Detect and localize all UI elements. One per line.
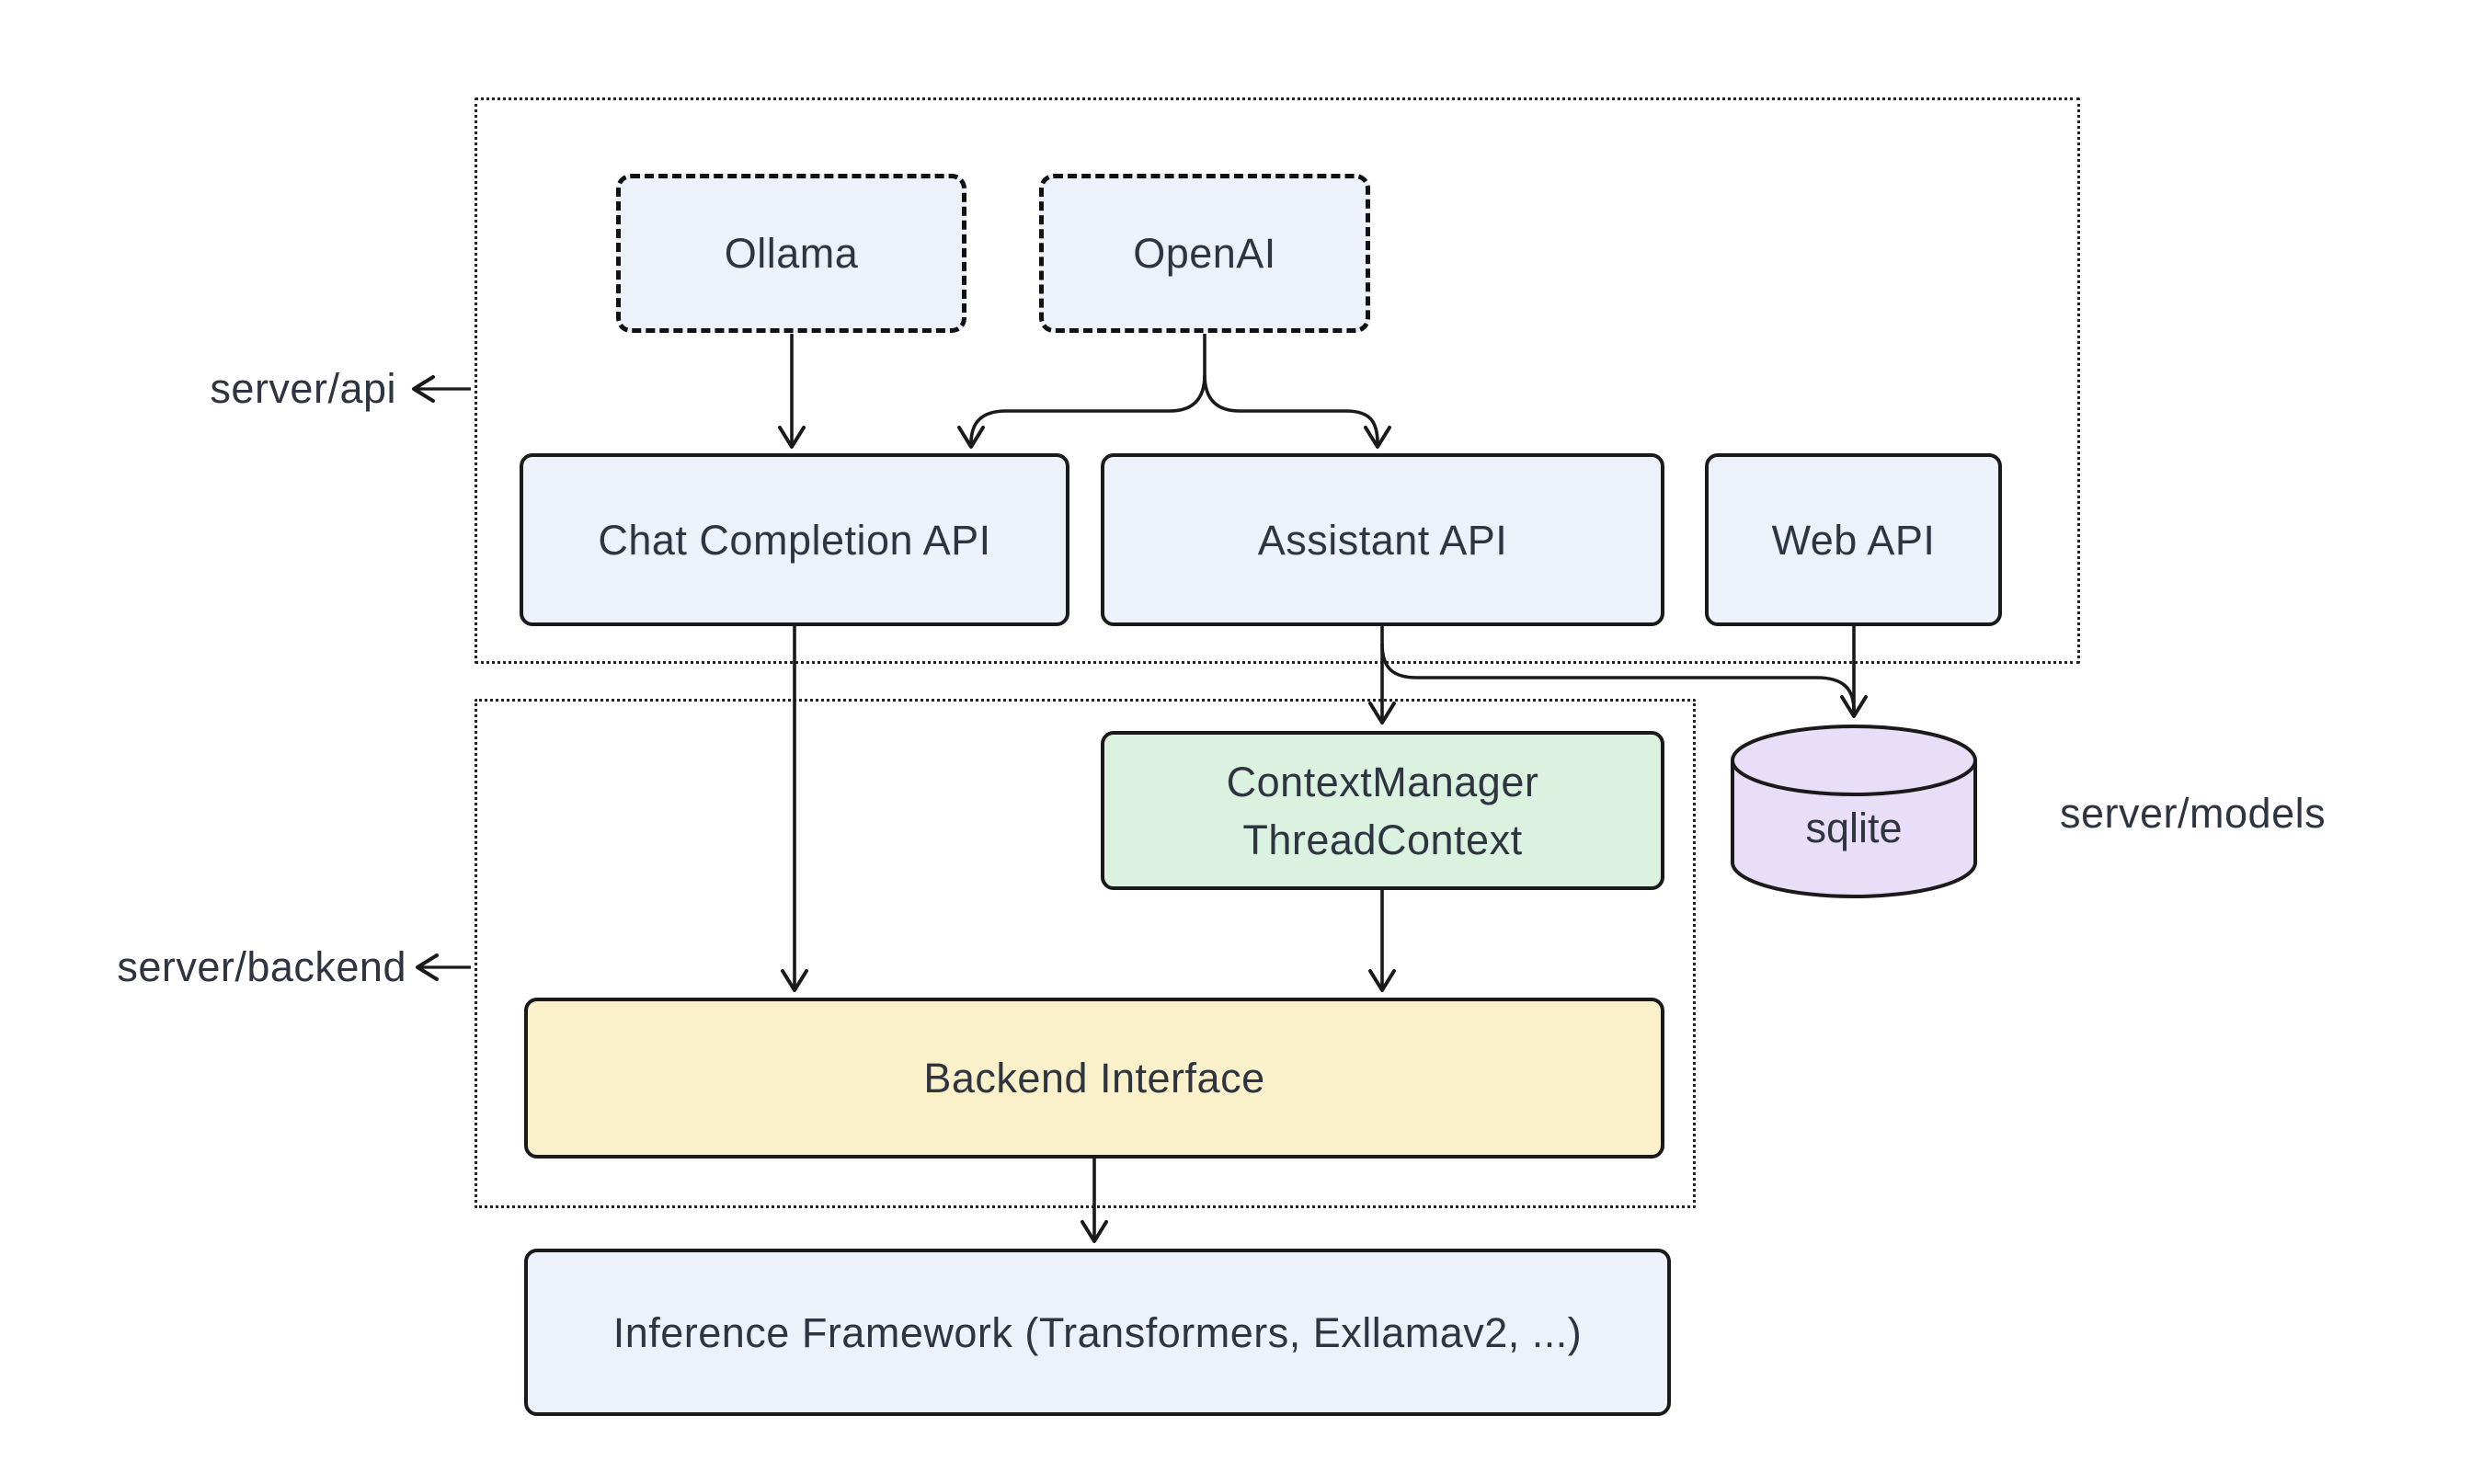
node-web-api: Web API xyxy=(1705,453,2002,626)
node-inference-framework-label: Inference Framework (Transformers, Exlla… xyxy=(612,1308,1583,1356)
label-server-api: server/api xyxy=(210,365,396,412)
node-chat-completion-api: Chat Completion API xyxy=(520,453,1069,626)
node-openai: OpenAI xyxy=(1039,174,1370,333)
server-api-group-box xyxy=(475,97,2080,664)
node-ollama: Ollama xyxy=(616,174,966,333)
node-ollama-label: Ollama xyxy=(724,230,859,277)
context-manager-line1: ContextManager xyxy=(1226,758,1539,805)
node-openai-label: OpenAI xyxy=(1133,230,1276,277)
node-web-api-label: Web API xyxy=(1771,516,1936,564)
node-assistant-api-label: Assistant API xyxy=(1257,516,1508,564)
node-backend-interface: Backend Interface xyxy=(524,998,1664,1159)
node-chat-completion-api-label: Chat Completion API xyxy=(598,516,991,564)
node-backend-interface-label: Backend Interface xyxy=(923,1055,1265,1102)
label-server-backend: server/backend xyxy=(117,943,406,990)
node-assistant-api: Assistant API xyxy=(1101,453,1664,626)
node-inference-framework: Inference Framework (Transformers, Exlla… xyxy=(524,1249,1671,1416)
node-sqlite-label: sqlite xyxy=(1805,805,1903,851)
node-context-manager-label: ContextManager ThreadContext xyxy=(1227,753,1539,869)
server-backend-group-box xyxy=(475,699,1696,1208)
label-server-models: server/models xyxy=(2060,790,2327,837)
node-context-manager: ContextManager ThreadContext xyxy=(1101,731,1664,890)
context-manager-line2: ThreadContext xyxy=(1242,816,1523,863)
